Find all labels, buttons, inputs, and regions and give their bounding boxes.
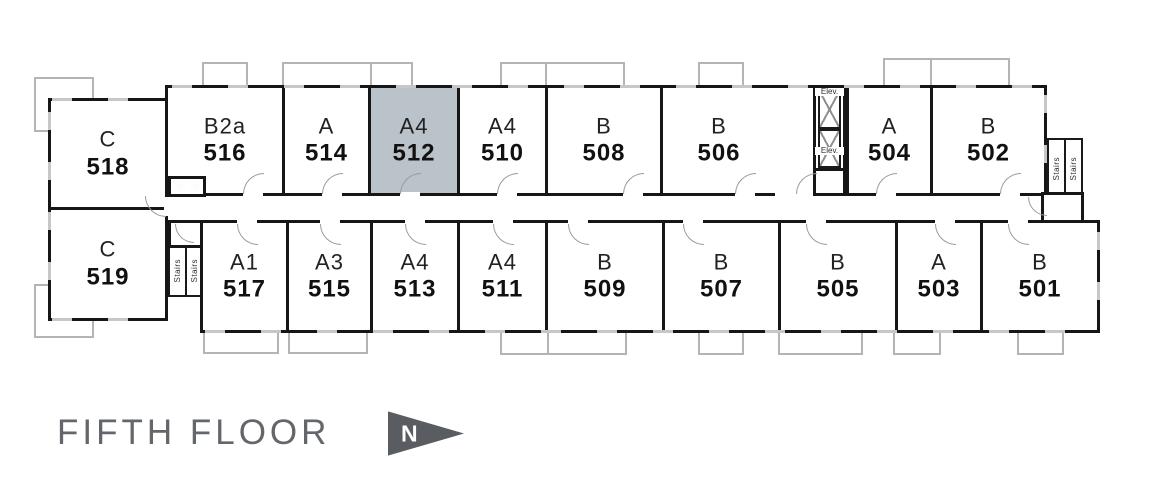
door-opening (237, 219, 257, 225)
unit-number: 510 (480, 139, 525, 167)
door-opening (322, 192, 342, 198)
unit-type: A1 (230, 248, 259, 274)
window-markings (52, 98, 164, 101)
unit-number: 506 (697, 139, 741, 167)
window-markings (172, 85, 1032, 88)
unit-number: 517 (222, 275, 267, 303)
unit-type: A4 (399, 112, 429, 138)
elevator-vestibule (813, 168, 846, 196)
unit-number: 512 (392, 139, 436, 167)
closet-door-leaf (187, 180, 203, 194)
balcony (698, 331, 744, 355)
stairs-right: Stairs (1064, 138, 1083, 200)
stairs-label: Stairs (189, 259, 199, 283)
door-opening (623, 192, 643, 198)
door-opening (243, 192, 263, 198)
door-opening (806, 219, 826, 225)
unit-type: A (931, 248, 947, 274)
balcony (893, 331, 941, 355)
unit-type: B (711, 112, 727, 138)
unit-type: C (99, 126, 117, 152)
stairs-label: Stairs (173, 259, 182, 283)
unit-type: B2a (203, 112, 247, 138)
stairs-label: Stairs (1052, 157, 1061, 181)
unit-number: 514 (304, 139, 349, 167)
unit-type: A (318, 112, 335, 138)
unit-type: B (596, 112, 612, 138)
unit-number: 503 (917, 275, 961, 303)
balcony (500, 331, 627, 355)
door-opening (493, 219, 513, 225)
balcony (282, 62, 413, 88)
closet-door-leaf (172, 180, 188, 194)
unit-type: B (597, 248, 613, 274)
unit-number: 507 (699, 275, 744, 303)
door-opening (164, 197, 170, 216)
door-opening (1000, 192, 1020, 198)
door-opening (735, 192, 755, 198)
closet (168, 176, 206, 197)
unit-type: B (980, 112, 997, 138)
unit-type: B (1032, 248, 1048, 274)
unit-type: B (830, 248, 846, 274)
door-opening (400, 192, 420, 198)
door-opening (876, 192, 896, 198)
window-markings (52, 318, 164, 321)
door-opening (683, 219, 703, 225)
balcony (288, 330, 368, 354)
unit-number: 502 (966, 139, 1011, 167)
unit-number: 511 (481, 275, 524, 303)
unit-type: A4 (400, 248, 430, 274)
unit-number: 508 (582, 139, 626, 167)
balcony (203, 330, 279, 354)
door-opening (497, 192, 517, 198)
door-opening (405, 219, 425, 225)
floor-title: FIFTH FLOOR (57, 413, 331, 452)
balcony (778, 331, 863, 355)
stairs-label: Stairs (1069, 157, 1078, 181)
unit-type: A4 (488, 248, 517, 274)
door-opening (1008, 219, 1028, 225)
unit-number: 509 (583, 275, 627, 303)
north-arrow-icon: N (388, 411, 464, 456)
unit-number: 504 (867, 139, 912, 167)
elevator-label: Elev. (815, 88, 844, 96)
unit-type: A4 (488, 112, 517, 138)
unit-type: B (713, 248, 730, 274)
unit-number: 516 (203, 139, 247, 167)
door-opening (935, 219, 955, 225)
north-label: N (401, 420, 418, 446)
stairs-vestibule-right (1041, 192, 1084, 223)
unit-type: A (881, 112, 898, 138)
unit-number: 501 (1018, 275, 1062, 303)
window-markings (48, 112, 51, 302)
unit-number: 515 (307, 275, 352, 303)
window-markings (205, 330, 1093, 333)
elevator-block (813, 85, 846, 171)
unit-number: 519 (86, 262, 130, 290)
balcony (883, 58, 1010, 88)
corridor (168, 196, 1041, 220)
door-opening (568, 219, 588, 225)
unit-number: 513 (393, 275, 437, 303)
door-opening (320, 219, 340, 225)
unit-number: 518 (86, 152, 130, 180)
unit-type: A3 (315, 248, 344, 274)
unit-type: C (99, 236, 117, 262)
elevator-label: Elev. (815, 147, 844, 155)
window-markings (1044, 95, 1047, 180)
unit-number: 505 (816, 275, 860, 303)
balcony (1017, 331, 1064, 355)
window-markings (1097, 232, 1100, 322)
